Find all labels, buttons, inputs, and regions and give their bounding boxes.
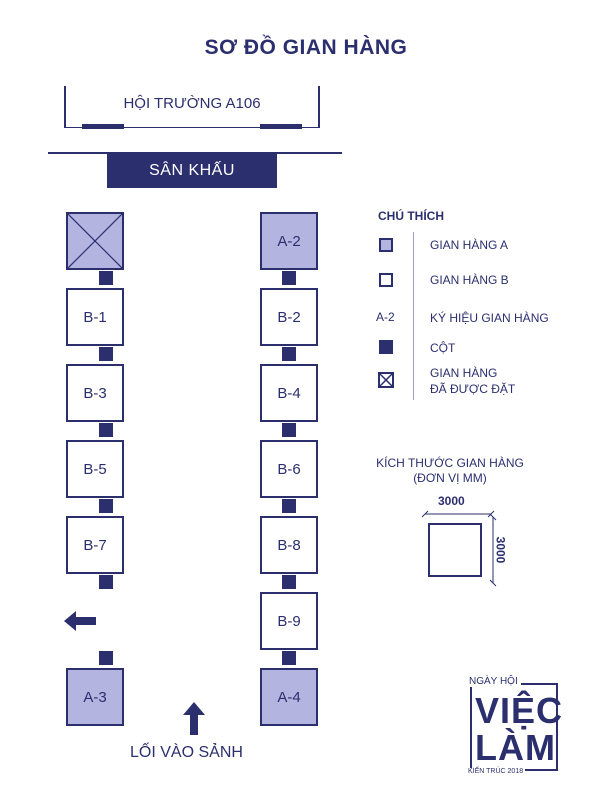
booth-b-1[interactable]: B-1 (66, 288, 124, 346)
pillar (99, 651, 113, 665)
dimension-width-line (421, 510, 495, 518)
legend-label-booth-a: GIAN HÀNG A (430, 238, 509, 252)
hall-label: HỘI TRƯỜNG A106 (123, 95, 261, 112)
booth-b-9[interactable]: B-9 (260, 592, 318, 650)
entrance-label: LỐI VÀO SẢNH (130, 744, 243, 761)
pillar (99, 423, 113, 437)
pillar (99, 271, 113, 285)
hall-wall-left (64, 86, 66, 128)
exit-arrow-left-icon (64, 611, 96, 631)
booth-b-3[interactable]: B-3 (66, 364, 124, 422)
booth-b-5[interactable]: B-5 (66, 440, 124, 498)
booth-a-4[interactable]: A-4 (260, 668, 318, 726)
pillar (99, 575, 113, 589)
legend-label-booth-b: GIAN HÀNG B (430, 273, 509, 287)
pillar (99, 347, 113, 361)
legend-label-pillar: CỘT (430, 341, 456, 355)
pillar (282, 651, 296, 665)
hall-door-left (82, 124, 124, 129)
dimension-booth-sample (428, 523, 482, 577)
booth-b-8[interactable]: B-8 (260, 516, 318, 574)
booth-a-3[interactable]: A-3 (66, 668, 124, 726)
logo-line4: KIẾN TRÚC 2018 (466, 768, 526, 775)
pillar (282, 347, 296, 361)
pillar (99, 499, 113, 513)
legend-swatch-pillar (379, 340, 393, 354)
booked-cross-icon (68, 214, 122, 268)
logo-line2: VIỆC (475, 690, 564, 731)
dimension-height-line (489, 513, 497, 587)
legend-label-booked-1: GIAN HÀNG (430, 366, 498, 380)
pillar (282, 575, 296, 589)
entrance-arrow-up-icon (183, 702, 205, 735)
stage-wall-line (48, 152, 342, 154)
legend-title: CHÚ THÍCH (378, 209, 444, 223)
pillar (282, 271, 296, 285)
dimension-title-line1: KÍCH THƯỚC GIAN HÀNG (376, 456, 524, 470)
hall-wall-right (318, 86, 320, 128)
hall-wall-bottom (64, 127, 320, 128)
legend-label-booked-2: ĐÃ ĐƯỢC ĐẶT (430, 382, 516, 396)
legend-swatch-booth-b (379, 273, 393, 287)
booth-booked[interactable] (66, 212, 124, 270)
pillar (282, 423, 296, 437)
booth-b-4[interactable]: B-4 (260, 364, 318, 422)
stage: SÂN KHẤU (107, 154, 277, 188)
legend-divider (413, 232, 414, 400)
dimension-width-label: 3000 (438, 494, 465, 508)
booth-b-2[interactable]: B-2 (260, 288, 318, 346)
booth-b-7[interactable]: B-7 (66, 516, 124, 574)
dimension-height-label: 3000 (493, 536, 508, 564)
pillar (282, 499, 296, 513)
dimension-title-line2: (ĐƠN VỊ MM) (413, 471, 487, 485)
dimension-title: KÍCH THƯỚC GIAN HÀNG (ĐƠN VỊ MM) (360, 456, 540, 486)
booth-a-2[interactable]: A-2 (260, 212, 318, 270)
booth-b-6[interactable]: B-6 (260, 440, 318, 498)
page-title: SƠ ĐỒ GIAN HÀNG (204, 36, 408, 59)
logo-line3: LÀM (475, 727, 556, 768)
logo-line1: NGÀY HỘI (466, 676, 521, 687)
legend-label-code: KÝ HIỆU GIAN HÀNG (430, 311, 549, 325)
legend-swatch-booth-a (379, 238, 393, 252)
legend-booked-icon (378, 372, 394, 388)
legend-code-sample: A-2 (376, 310, 395, 324)
hall-door-right (260, 124, 302, 129)
